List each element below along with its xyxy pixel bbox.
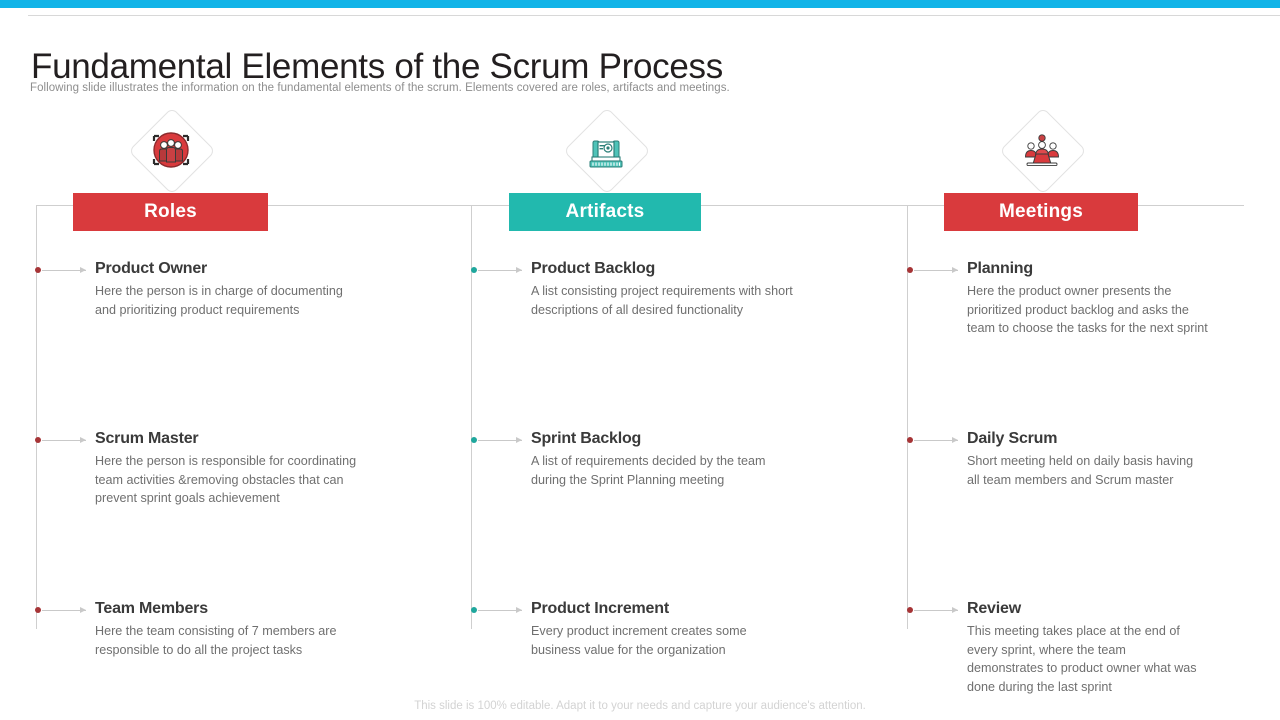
arrow-right-icon: [478, 267, 522, 273]
footer-note: This slide is 100% editable. Adapt it to…: [414, 700, 866, 712]
item-description: A list of requirements decided by the te…: [531, 454, 766, 487]
bullet-dot-icon: [471, 267, 477, 273]
item-description: Here the person is in charge of document…: [95, 284, 343, 317]
item-title: Team Members: [95, 600, 208, 617]
bullet-dot-icon: [471, 437, 477, 443]
item-title: Product Increment: [531, 600, 669, 617]
diamond-badge-artifacts: [563, 107, 651, 195]
diamond-badge-meetings: [999, 107, 1087, 195]
artifacts-document-stand-icon: [589, 140, 623, 168]
item-description: Every product increment creates some bus…: [531, 624, 747, 657]
item-description: This meeting takes place at the end of e…: [967, 624, 1197, 695]
column-rail-meetings: [907, 205, 908, 629]
item-description: Here the person is responsible for coord…: [95, 454, 357, 506]
arrow-right-icon: [914, 607, 958, 613]
column-rail-artifacts: [471, 205, 472, 629]
item-description: Here the team consisting of 7 members ar…: [95, 624, 337, 657]
header-divider: [28, 15, 1280, 16]
item-title: Sprint Backlog: [531, 430, 642, 447]
item-description: Short meeting held on daily basis having…: [967, 454, 1194, 487]
arrow-right-icon: [914, 267, 958, 273]
list-item[interactable]: Review This meeting takes place at the e…: [907, 599, 1267, 697]
arrow-right-icon: [914, 437, 958, 443]
bullet-dot-icon: [35, 607, 41, 613]
bullet-dot-icon: [907, 267, 913, 273]
arrow-right-icon: [478, 607, 522, 613]
list-item[interactable]: Team Members Here the team consisting of…: [35, 599, 435, 659]
bullet-dot-icon: [35, 437, 41, 443]
item-title: Scrum Master: [95, 430, 199, 447]
page-subtitle: Following slide illustrates the informat…: [30, 82, 730, 94]
arrow-right-icon: [42, 437, 86, 443]
top-accent-bar: [0, 0, 1280, 8]
bullet-dot-icon: [907, 437, 913, 443]
list-item[interactable]: Scrum Master Here the person is responsi…: [35, 429, 435, 508]
item-title: Review: [967, 600, 1021, 617]
column-rail-roles: [36, 205, 37, 629]
item-title: Planning: [967, 260, 1033, 277]
item-description: A list consisting project requirements w…: [531, 284, 793, 317]
category-banner-artifacts[interactable]: Artifacts: [509, 193, 701, 231]
list-item[interactable]: Product Owner Here the person is in char…: [35, 259, 435, 319]
roles-people-circle-icon: [152, 132, 190, 168]
diamond-badge-roles: [128, 107, 216, 195]
list-item[interactable]: Product Increment Every product incremen…: [471, 599, 881, 659]
list-item[interactable]: Product Backlog A list consisting projec…: [471, 259, 881, 319]
meetings-team-table-icon: [1025, 134, 1059, 167]
arrow-right-icon: [42, 607, 86, 613]
category-banner-roles[interactable]: Roles: [73, 193, 268, 231]
list-item[interactable]: Sprint Backlog A list of requirements de…: [471, 429, 881, 489]
page-title: Fundamental Elements of the Scrum Proces…: [31, 47, 723, 87]
item-description: Here the product owner presents the prio…: [967, 284, 1208, 336]
bullet-dot-icon: [35, 267, 41, 273]
bullet-dot-icon: [907, 607, 913, 613]
arrow-right-icon: [42, 267, 86, 273]
list-item[interactable]: Daily Scrum Short meeting held on daily …: [907, 429, 1267, 489]
item-title: Product Backlog: [531, 260, 656, 277]
arrow-right-icon: [478, 437, 522, 443]
list-item[interactable]: Planning Here the product owner presents…: [907, 259, 1267, 338]
item-title: Daily Scrum: [967, 430, 1058, 447]
item-title: Product Owner: [95, 260, 208, 277]
bullet-dot-icon: [471, 607, 477, 613]
category-banner-meetings[interactable]: Meetings: [944, 193, 1138, 231]
